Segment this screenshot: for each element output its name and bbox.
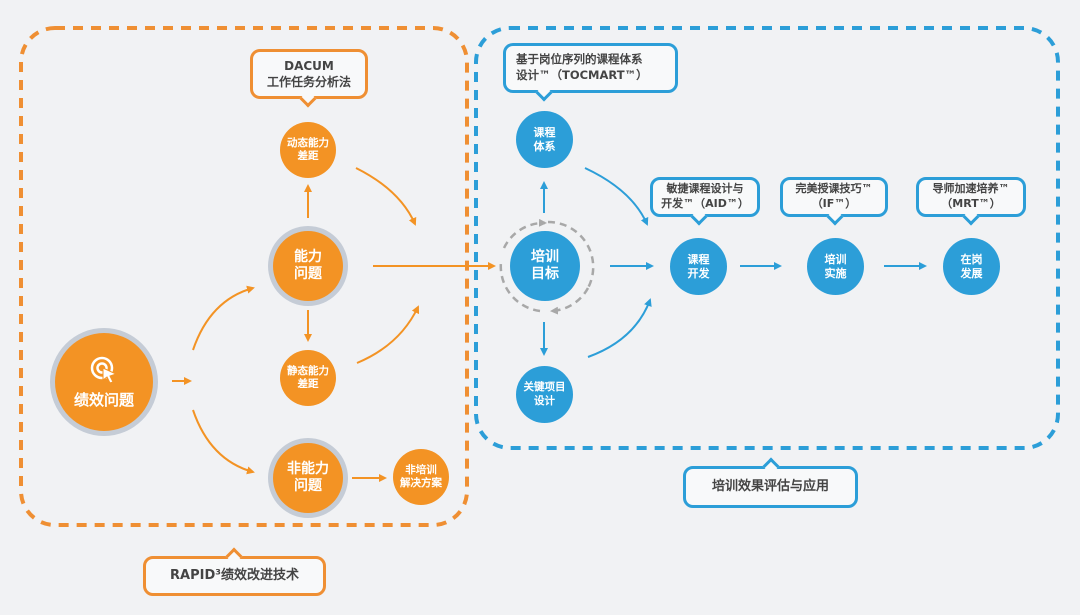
target-click-icon — [90, 356, 118, 384]
training-delivery-label: 培训 实施 — [824, 252, 847, 280]
arc-curriculum-to-course-dev — [584, 167, 649, 226]
static-gap-label: 静态能力 差距 — [287, 364, 329, 390]
key-project-design-node[interactable]: 关键项目 设计 — [516, 366, 573, 423]
on-the-job-development-node[interactable]: 在岗 发展 — [943, 238, 1000, 295]
course-development-label: 课程 开发 — [687, 252, 710, 280]
arc-to-non-ability-issue — [192, 409, 255, 475]
dynamic-gap-node[interactable]: 动态能力 差距 — [280, 122, 336, 178]
curriculum-system-node[interactable]: 课程 体系 — [516, 111, 573, 168]
training-goal-node[interactable]: 培训 目标 — [510, 231, 580, 301]
arc-dynamic-to-goal — [355, 167, 417, 226]
key-project-design-label: 关键项目 设计 — [523, 381, 566, 407]
training-delivery-node[interactable]: 培训 实施 — [807, 238, 864, 295]
performance-issue-node[interactable]: 绩效问题 — [55, 333, 153, 431]
on-the-job-development-label: 在岗 发展 — [960, 252, 983, 280]
left-group-box — [19, 26, 469, 527]
dynamic-gap-label: 动态能力 差距 — [287, 136, 329, 162]
right-group-box — [474, 26, 1060, 450]
cycle-arc-top — [502, 218, 547, 249]
arc-key-project-to-course-dev — [587, 298, 652, 358]
training-goal-label: 培训 目标 — [531, 248, 559, 283]
aid-callout: 敏捷课程设计与 开发™（AID™） — [650, 177, 760, 217]
non-training-solution-node[interactable]: 非培训 解决方案 — [393, 449, 449, 505]
performance-issue-label: 绩效问题 — [73, 390, 134, 409]
non-training-solution-label: 非培训 解决方案 — [400, 463, 442, 489]
static-gap-node[interactable]: 静态能力 差距 — [280, 350, 336, 406]
cycle-arc-bottom — [550, 287, 590, 315]
ability-issue-label: 能力 问题 — [294, 248, 322, 283]
arc-static-to-goal — [356, 305, 420, 364]
non-ability-issue-label: 非能力 问题 — [287, 460, 329, 495]
curriculum-system-label: 课程 体系 — [533, 125, 556, 153]
course-development-node[interactable]: 课程 开发 — [670, 238, 727, 295]
arc-to-ability-issue — [192, 285, 255, 351]
cycle-arc-left — [499, 261, 541, 313]
ability-issue-node[interactable]: 能力 问题 — [273, 231, 343, 301]
tocmart-callout: 基于岗位序列的课程体系 设计™（TOCMART™） — [503, 43, 678, 93]
non-ability-issue-node[interactable]: 非能力 问题 — [273, 443, 343, 513]
